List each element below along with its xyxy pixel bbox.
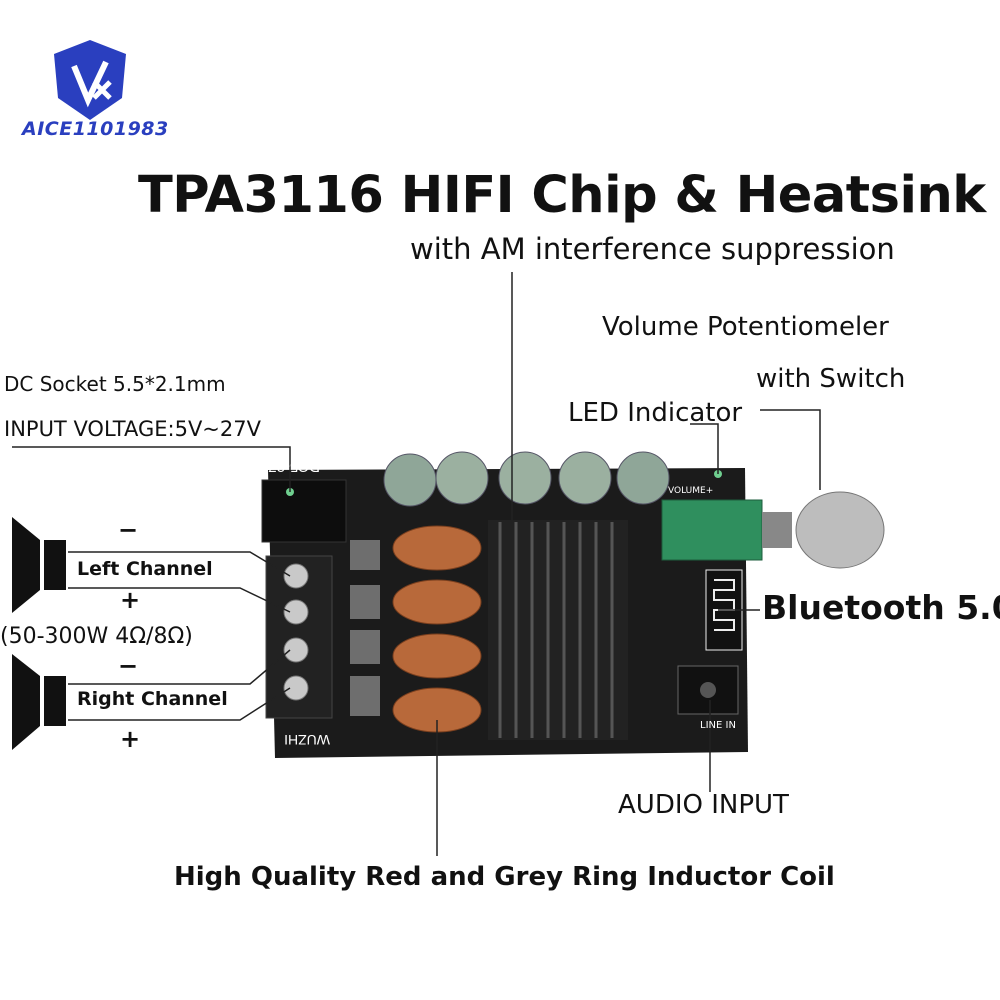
terminal-screws <box>283 563 309 701</box>
silk-brand: WUZHI <box>284 732 330 748</box>
right-minus-sign: − <box>118 652 139 680</box>
heatsink <box>488 520 628 740</box>
silk-run: RUN <box>728 455 748 465</box>
heatsink-fins <box>498 522 614 738</box>
dc-socket <box>261 479 347 543</box>
right-speaker-icon <box>12 654 66 750</box>
page-subtitle: with AM interference suppression <box>410 232 895 266</box>
silk-volume: VOLUME+ <box>668 486 714 496</box>
grey-chips <box>350 540 380 716</box>
left-minus-sign: − <box>118 516 139 544</box>
silk-line-in: LINE IN <box>700 720 736 731</box>
right-channel-label: Right Channel <box>77 688 228 710</box>
potentiometer-shaft <box>762 512 792 548</box>
volume-knob <box>795 491 885 569</box>
input-voltage-label: INPUT VOLTAGE:5V~27V <box>4 417 261 441</box>
brand-logo <box>48 38 132 122</box>
potentiometer <box>661 499 763 561</box>
bluetooth-label: Bluetooth 5.0 <box>762 588 1000 627</box>
audio-jack-hole <box>700 682 716 698</box>
led-label: LED Indicator <box>568 398 743 428</box>
left-speaker-icon <box>12 517 66 613</box>
left-channel-label: Left Channel <box>77 558 213 580</box>
leader-lines <box>12 272 821 856</box>
inductor-coils <box>392 525 482 733</box>
brand-logo-text: AICE1101983 <box>22 118 169 140</box>
audio-input-label: AUDIO INPUT <box>618 790 789 820</box>
right-plus-sign: + <box>120 725 141 753</box>
volume-label-line1: Volume Potentiomeler <box>602 312 889 342</box>
inductor-label: High Quality Red and Grey Ring Inductor … <box>174 862 835 892</box>
page-title: TPA3116 HIFI Chip & Heatsink <box>138 166 986 225</box>
dc-socket-label: DC Socket 5.5*2.1mm <box>4 372 226 396</box>
bluetooth-antenna <box>713 579 735 631</box>
capacitors <box>383 451 670 507</box>
power-range-label: (50-300W 4Ω/8Ω) <box>0 624 193 649</box>
volume-label-line2: with Switch <box>756 364 906 394</box>
logo-shield-icon <box>54 40 126 120</box>
left-plus-sign: + <box>120 586 141 614</box>
silk-voltage: DC5-27V <box>258 458 320 475</box>
